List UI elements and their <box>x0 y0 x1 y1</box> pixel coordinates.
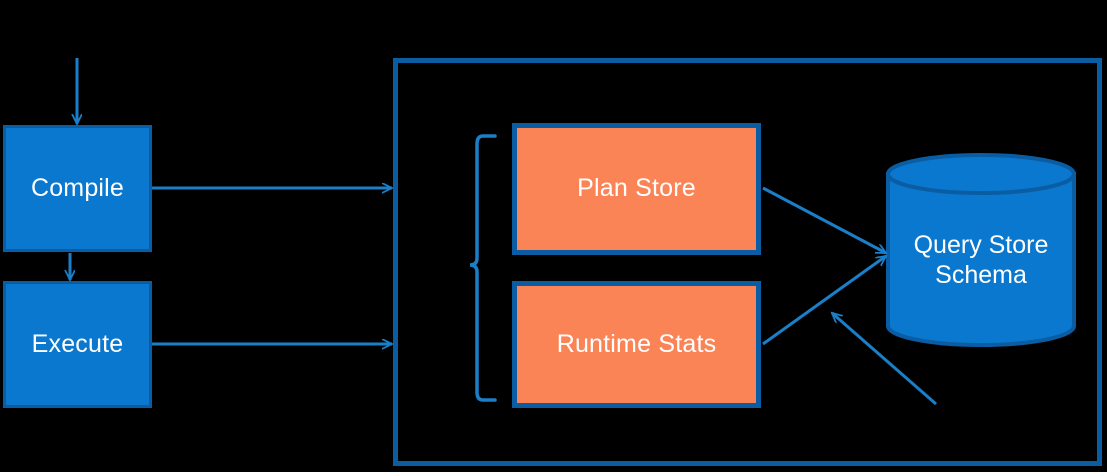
runtime-stats-node[interactable]: Runtime Stats <box>512 281 761 408</box>
plan-store-node[interactable]: Plan Store <box>512 123 761 255</box>
compile-node[interactable]: Compile <box>3 125 152 252</box>
runtime-stats-node-label: Runtime Stats <box>556 329 717 358</box>
query-store-boundary-container <box>393 58 1102 466</box>
compile-node-label: Compile <box>30 173 125 202</box>
execute-node-label: Execute <box>31 329 124 358</box>
plan-store-node-label: Plan Store <box>577 174 696 203</box>
execute-node[interactable]: Execute <box>3 281 152 408</box>
